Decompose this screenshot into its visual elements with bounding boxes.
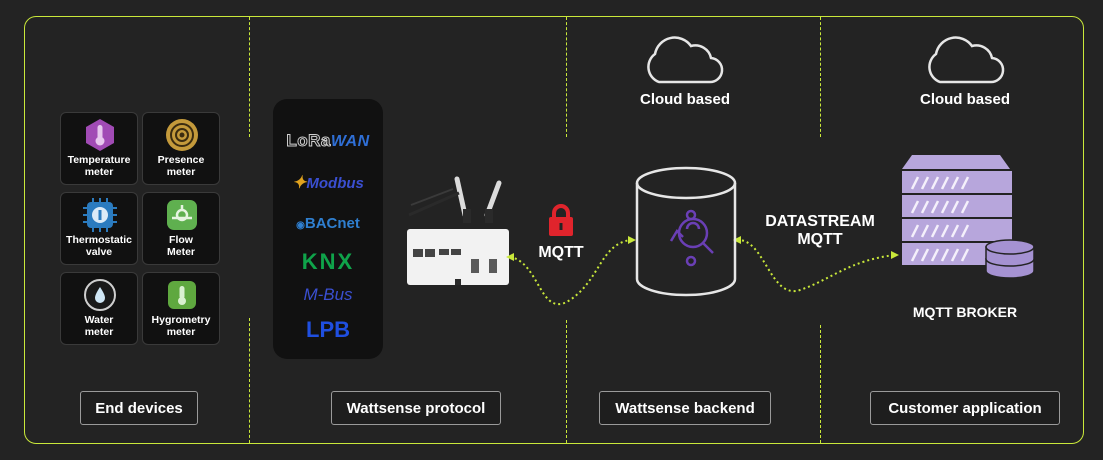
lpb-logo: LPB	[306, 317, 350, 342]
lock-icon	[549, 204, 573, 236]
divider-2-bottom	[566, 320, 567, 443]
protocol-panel: LoRaWAN ✦Modbus ◉BACnet KNX M-Bus LPB	[273, 99, 383, 359]
mqtt-label-right: MQTT	[797, 231, 843, 248]
section-label-end-devices: End devices	[80, 391, 198, 425]
gateway-device-icon	[407, 176, 509, 285]
analytics-icon	[669, 209, 714, 267]
cloud-icon	[647, 36, 724, 84]
device-label: Flow Meter	[166, 234, 195, 258]
knx-logo: KNX	[301, 249, 355, 274]
divider-3-bottom	[820, 325, 821, 443]
device-label: Water meter	[84, 314, 114, 338]
flow-icon	[167, 200, 197, 230]
water-drop-icon	[84, 279, 116, 311]
modbus-logo: ✦Modbus	[292, 173, 364, 192]
device-label: Temperature meter	[67, 154, 131, 178]
server-stack-icon	[902, 155, 1035, 279]
device-hygrometry-meter: Hygrometry meter	[142, 272, 220, 345]
datastream-label: DATASTREAM	[765, 213, 875, 230]
cloud-based-label-1: Cloud based	[639, 91, 730, 108]
thermometer-icon	[86, 119, 114, 151]
diagram-frame	[24, 16, 1084, 444]
presence-icon	[166, 119, 198, 151]
cloud-icon	[928, 36, 1005, 84]
section-label-wattsense-backend: Wattsense backend	[599, 391, 771, 425]
lorawan-logo: LoRaWAN	[286, 131, 370, 151]
device-flow-meter: Flow Meter	[142, 192, 220, 265]
thermostat-icon	[83, 198, 117, 232]
mqtt-broker-label: MQTT BROKER	[912, 304, 1018, 320]
section-label-customer-application: Customer application	[870, 391, 1060, 425]
mqtt-label-left: MQTT	[538, 244, 584, 261]
database-cylinder-icon	[635, 166, 737, 297]
section-label-wattsense-protocol: Wattsense protocol	[331, 391, 501, 425]
device-presence-meter: Presence meter	[142, 112, 220, 185]
device-thermostatic-valve: Thermostatic valve	[60, 192, 138, 265]
divider-1-bottom	[249, 318, 250, 443]
bacnet-logo: ◉BACnet	[296, 215, 360, 232]
device-label: Thermostatic valve	[66, 234, 132, 258]
cloud-based-label-2: Cloud based	[919, 91, 1010, 108]
divider-2-top	[566, 17, 567, 137]
hygrometer-icon	[168, 281, 196, 309]
device-temperature-meter: Temperature meter	[60, 112, 138, 185]
device-water-meter: Water meter	[60, 272, 138, 345]
device-label: Presence meter	[157, 154, 205, 178]
divider-1-top	[249, 17, 250, 137]
divider-3-top	[820, 17, 821, 137]
device-label: Hygrometry meter	[151, 314, 211, 338]
mbus-logo: M-Bus	[303, 285, 353, 304]
